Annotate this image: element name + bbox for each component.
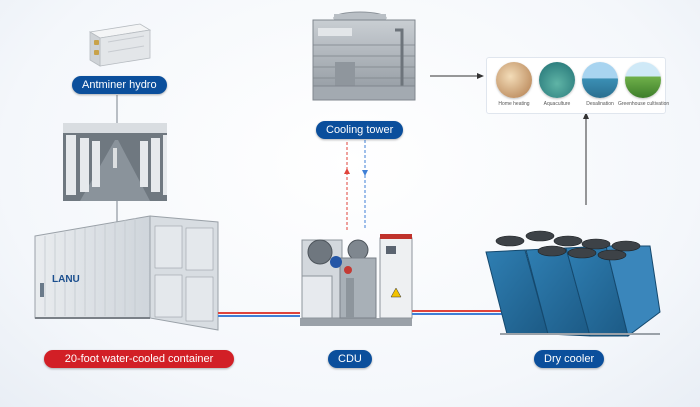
antminer-hydro-device: [88, 23, 152, 67]
server-hall-photo: [63, 123, 167, 201]
flow-arrows: [430, 75, 587, 205]
application-label: Aquaculture: [543, 101, 571, 107]
dry-cooler-unit: [485, 230, 661, 337]
cooling-tower-label: Cooling tower: [316, 121, 404, 139]
application-label: Greenhouse cultivation: [618, 101, 670, 107]
cdu-unit: [300, 234, 413, 326]
home-heating-photo: [496, 62, 532, 98]
dry-cooler-label: Dry cooler: [534, 350, 605, 368]
application-label: Home heating: [498, 101, 530, 107]
tower-pipes: [344, 140, 368, 230]
desalination-photo: [582, 62, 618, 98]
cdu-label: CDU: [328, 350, 372, 368]
application-label: Desalination: [586, 101, 614, 107]
container-unit: LANU: [34, 215, 219, 331]
container-logo: LANU: [52, 274, 80, 285]
container-label: 20-foot water-cooled container: [44, 350, 234, 368]
arrow-right-icon: [477, 73, 484, 79]
arrow-up-icon: [583, 112, 589, 119]
aquaculture-photo: [539, 62, 575, 98]
antminer-hydro-label: Antminer hydro: [72, 76, 167, 94]
cooling-tower-unit: [312, 11, 416, 101]
greenhouse-photo: [625, 62, 661, 98]
